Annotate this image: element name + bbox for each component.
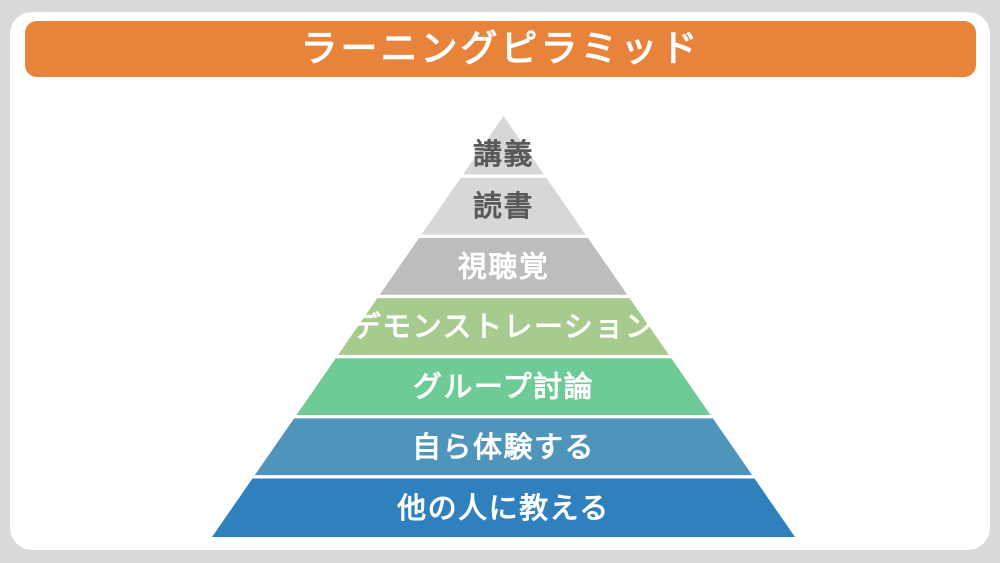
pyramid-level-label-4: デモンストレーション	[352, 310, 656, 344]
pyramid-level-5	[296, 358, 711, 416]
pyramid-level-label-3: 視聴覚	[458, 250, 550, 283]
pyramid-level-label-7: 他の人に教える	[396, 492, 610, 525]
pyramid-level-7	[212, 478, 795, 537]
header-banner: ラーニングピラミッド	[25, 21, 976, 77]
pyramid-level-label-6: 自ら体験する	[412, 431, 595, 464]
pyramid-level-label-1: 講義	[473, 137, 534, 171]
pyramid-level-4	[338, 298, 669, 355]
pyramid-level-label-5: グループ討論	[413, 370, 594, 404]
pyramid-level-6	[254, 418, 753, 476]
card-overlay: ラーニングピラミッド	[10, 12, 990, 550]
pyramid-level-1	[463, 116, 544, 175]
pyramid-level-3	[379, 237, 628, 295]
page-title: ラーニングピラミッド	[300, 27, 701, 69]
pyramid-level-2	[421, 177, 586, 235]
pyramid-level-label-2: 読書	[473, 189, 534, 223]
